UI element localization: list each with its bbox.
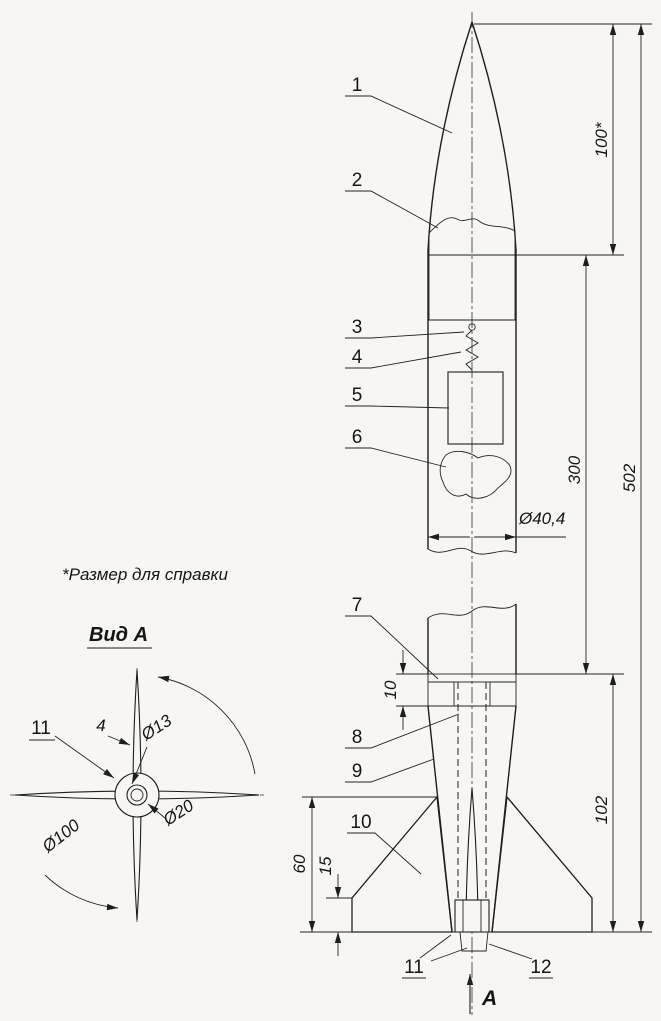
break-line-lower xyxy=(427,603,517,619)
part-label-6: 6 xyxy=(352,427,363,448)
dim-body-diameter-group: Ø40,4 xyxy=(428,509,566,541)
extension-lines xyxy=(300,23,652,933)
body-tube-lower-walls xyxy=(427,604,517,674)
part-labels: 1 2 3 4 5 6 7 8 9 10 11 12 xyxy=(345,75,553,979)
part-label-10: 10 xyxy=(350,812,371,833)
part-label-5: 5 xyxy=(352,385,363,406)
boattail-walls xyxy=(427,705,517,933)
shock-cord-spring xyxy=(465,329,479,371)
hole-circle-d13 xyxy=(130,788,144,802)
nozzle-inner-lines xyxy=(462,900,482,932)
part-label-9: 9 xyxy=(352,761,363,782)
dim-body-diameter: Ø40,4 xyxy=(518,509,565,528)
dimensions-right: 100* 300 502 102 xyxy=(565,24,645,932)
dimensions-left: 10 60 15 xyxy=(290,650,407,956)
span-arc-lower xyxy=(44,874,119,911)
nozzle-block xyxy=(454,899,490,933)
part-label-12: 12 xyxy=(530,957,551,978)
dim-hub-diameter: Ø20 xyxy=(159,796,198,830)
dim-total-length: 502 xyxy=(620,463,639,492)
dim-hole-diameter: Ø13 xyxy=(137,711,176,745)
body-tube-upper-walls xyxy=(427,255,517,553)
part-label-7: 7 xyxy=(352,595,363,616)
dim-tail-length: 102 xyxy=(592,795,611,824)
part-label-1: 1 xyxy=(352,75,363,96)
section-arrow-label: А xyxy=(481,987,497,1010)
nose-plug-hatched xyxy=(428,217,516,321)
dim-fin-span: Ø100 xyxy=(38,815,84,857)
part-label-4: 4 xyxy=(352,347,363,368)
wadding-blob xyxy=(439,450,512,499)
nose-cone-outline xyxy=(427,21,517,255)
thrust-ring-right xyxy=(489,681,517,707)
break-line-upper xyxy=(427,547,517,555)
part-label-11: 11 xyxy=(404,957,424,978)
view-a-title: Вид А xyxy=(89,624,148,646)
dim-nose-length: 100* xyxy=(592,121,611,157)
dim-body-length: 300 xyxy=(565,455,584,484)
thrust-ring-washer xyxy=(427,673,517,683)
right-fin xyxy=(491,795,593,933)
part-label-8: 8 xyxy=(352,727,363,748)
view-a: Вид А 11 4 Ø13 Ø20 Ø100 xyxy=(10,624,264,922)
span-arc-upper xyxy=(157,675,256,775)
part-label-3: 3 xyxy=(352,317,363,338)
rocket-main-view: Ø40,4 xyxy=(351,12,593,1015)
nozzle-insert-hatched xyxy=(459,931,489,952)
dim-fin-thickness: 4 xyxy=(96,716,105,735)
striped-insert xyxy=(447,371,504,445)
section-arrow: А xyxy=(466,974,497,1014)
thrust-ring-left xyxy=(427,681,455,707)
dim-fin-tip-height: 15 xyxy=(316,856,335,875)
part-label-2: 2 xyxy=(352,170,363,191)
reference-note: *Размер для справки xyxy=(62,565,228,584)
dim-fin-height: 60 xyxy=(290,854,309,873)
view-a-part-label-11: 11 xyxy=(31,718,51,739)
dim-ring-height: 10 xyxy=(381,680,400,699)
